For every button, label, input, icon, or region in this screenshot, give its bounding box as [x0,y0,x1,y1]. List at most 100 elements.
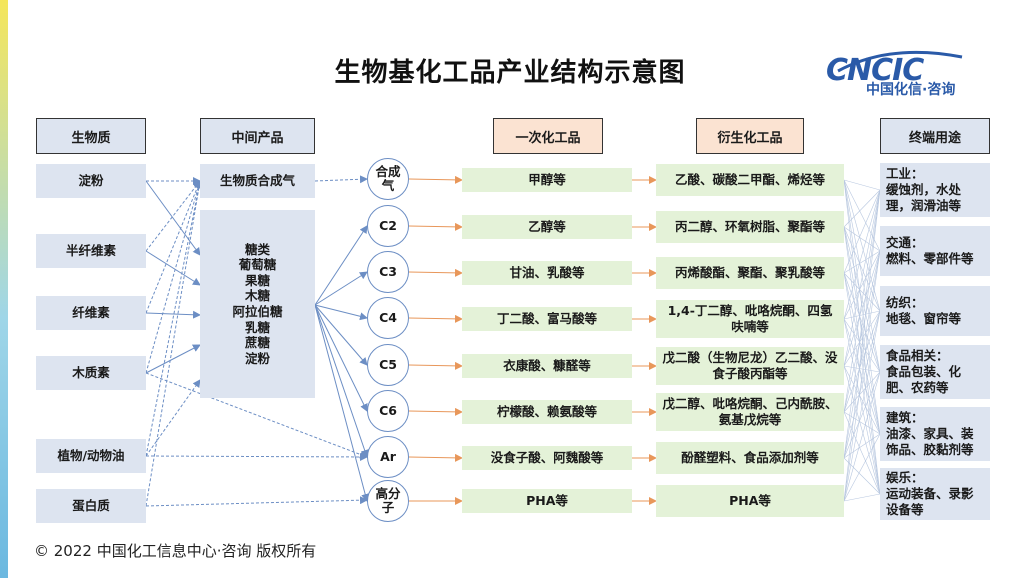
enduse-body: 地毯、窗帘等 [886,311,962,326]
connector-source-sugars [145,180,201,256]
connector-derived-enduse [843,179,881,435]
platform-syngas: 合成气 [367,158,409,200]
primary-c2: 乙醇等 [462,215,632,239]
connector-platform-primary [408,268,463,277]
enduse-entertainment: 娱乐：运动装备、录影设备等 [880,468,990,520]
platform-c6: C6 [367,390,409,432]
connector-derived-enduse [843,411,881,435]
connector-derived-enduse [843,179,881,312]
platform-polymer: 高分子 [367,480,409,522]
connector-derived-enduse [843,250,881,502]
connector-source-sugars [145,344,201,374]
connector-sugars-platform [314,304,369,458]
connector-platform-primary [408,175,463,184]
enduse-head: 纺织： [886,294,924,310]
connector-source-syngas [145,180,202,374]
enduse-industry: 工业：缓蚀剂，水处理，润滑油等 [880,163,990,217]
connector-derived-enduse [843,272,881,312]
enduse-building: 建筑：油漆、家具、装饰品、胶黏剂等 [880,407,990,461]
connector-derived-enduse [843,310,881,413]
connector-derived-enduse [843,250,881,320]
connector-derived-enduse [843,250,881,459]
enduse-head: 建筑： [886,409,924,425]
derived-ar: 酚醛塑料、食品添加剂等 [656,442,844,474]
connector-derived-enduse [843,189,881,502]
enduse-body: 燃料、零部件等 [886,251,974,266]
primary-syngas: 甲醇等 [462,168,632,192]
accent-bar [0,0,8,578]
connector-derived-enduse [843,365,881,373]
connector-source-sugars [145,310,201,319]
platform-c4: C4 [367,297,409,339]
platform-c2: C2 [367,205,409,247]
intermediate-sugars: 糖类 葡萄糖 果糖 木糖 阿拉伯糖 乳糖 蔗糖 淀粉 [200,210,315,398]
connector-derived-enduse [843,365,881,435]
header-enduse: 终端用途 [880,118,990,154]
connector-sugars-platform [314,304,368,366]
connector-derived-enduse [843,189,881,459]
sugar-item: 阿拉伯糖 [232,304,283,319]
connector-sugars-platform [314,271,368,306]
source-hemicellulose: 半纤维素 [36,234,146,268]
connector-source-syngas [145,180,203,457]
connector-derived-enduse [843,310,881,367]
derived-c3: 丙烯酸酯、聚酯、聚乳酸等 [656,257,844,289]
connector-derived-enduse [843,371,881,459]
connector-source-sugars [145,250,201,286]
sugar-item: 果糖 [244,272,270,288]
derived-c5: 戊二酸（生物尼龙）乙二酸、没食子酸丙酯等 [656,347,844,385]
connector-oil-sugars [145,379,201,457]
enduse-textile: 纺织：地毯、窗帘等 [880,286,990,336]
primary-c4: 丁二酸、富马酸等 [462,307,632,331]
connector-derived-enduse [843,189,881,274]
connector-sugars-platform [314,304,370,502]
primary-c6: 柠檬酸、赖氨酸等 [462,400,632,424]
enduse-body: 油漆、家具、装饰品、胶黏剂等 [886,425,974,458]
connector-derived-enduse [843,179,881,373]
enduse-body: 缓蚀剂，水处理，润滑油等 [886,181,962,214]
sugar-item: 乳糖 [244,319,270,335]
enduse-head: 交通： [886,234,924,250]
connector-derived-enduse [843,371,881,502]
header-source: 生物质 [36,118,146,154]
connector-derived-enduse [843,250,881,367]
sugar-item: 葡萄糖 [238,257,277,273]
page-title: 生物基化工品产业结构示意图 [334,58,686,88]
header-intermediate: 中间产品 [200,118,315,154]
logo-subtitle: 中国化信·咨询 [866,82,956,98]
primary-c5: 衣康酸、糠醛等 [462,354,632,378]
connector-platform-primary [408,222,463,231]
platform-c5: C5 [367,344,409,386]
enduse-body: 运动装备、录影设备等 [886,485,974,518]
source-protein: 蛋白质 [36,489,146,523]
source-cellulose: 纤维素 [36,296,146,330]
sugar-item: 淀粉 [244,350,270,366]
connector-source-syngas [145,180,202,314]
sugar-list: 糖类 葡萄糖 果糖 木糖 阿拉伯糖 乳糖 蔗糖 淀粉 [232,242,282,367]
header-primary: 一次化工品 [493,118,603,154]
connector-derived-enduse [843,310,881,320]
sugar-item: 木糖 [244,288,270,304]
derived-c6: 戊二醇、吡咯烷酮、己内酰胺、氨基戊烷等 [656,393,844,431]
source-lignin: 木质素 [36,356,146,390]
logo-swoosh-icon [837,50,963,73]
connector-derived-enduse [843,310,881,459]
connector-derived-enduse [843,433,881,502]
enduse-head: 食品相关： [886,347,949,363]
derived-syngas: 乙酸、碳酸二甲酯、烯烃等 [656,164,844,196]
platform-c3: C3 [367,251,409,293]
connector-derived-enduse [843,189,881,228]
platform-ar: Ar [367,436,409,478]
source-starch: 淀粉 [36,164,146,198]
sugar-item: 蔗糖 [244,335,270,351]
intermediate-syngas: 生物质合成气 [200,164,315,198]
connector-derived-enduse [843,189,881,320]
connector-derived-enduse [843,371,881,413]
enduse-body: 食品包装、化肥、农药等 [886,363,962,396]
primary-ar: 没食子酸、阿魏酸等 [462,446,632,470]
connector-platform-primary [408,361,463,370]
connector-derived-enduse [843,433,881,459]
connector-derived-enduse [843,179,881,191]
enduse-head: 工业： [886,165,924,181]
